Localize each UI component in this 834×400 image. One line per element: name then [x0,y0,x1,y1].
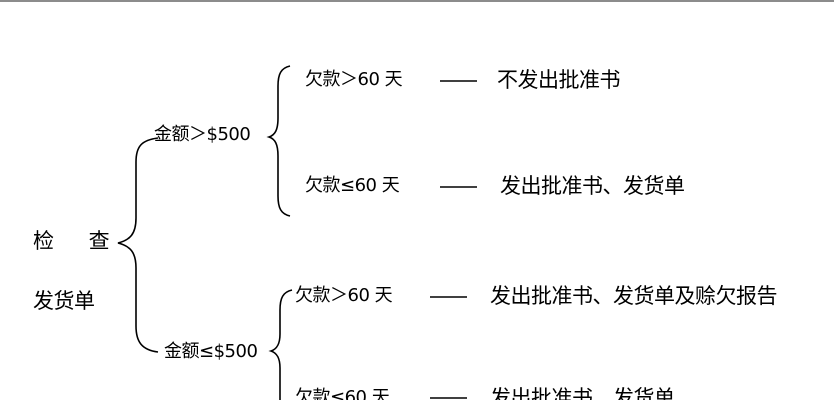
leaf-result-1: 不发出批准书 [497,68,621,92]
leaf-result-4: 发出批准书、发货单 [490,386,675,400]
root-label-line2: 发货单 [33,289,95,313]
leaf-condition-4: 欠款≤60 天 [295,387,390,400]
root-label-line1: 检 查 [33,229,124,253]
upper-branch-brace [266,65,291,217]
root-brace [117,137,159,353]
lower-branch-brace [268,289,293,400]
leaf-result-2: 发出批准书、发货单 [500,174,685,198]
leaf-condition-3: 欠款＞60 天 [295,285,393,306]
leaf-condition-1: 欠款＞60 天 [305,69,403,90]
branch-label-over-500: 金额＞$500 [154,124,251,145]
leaf-condition-2: 欠款≤60 天 [305,175,400,196]
branch-label-under-500: 金额≤$500 [164,341,258,362]
leaf-result-3: 发出批准书、发货单及赊欠报告 [490,284,778,308]
top-border-line [0,0,834,2]
